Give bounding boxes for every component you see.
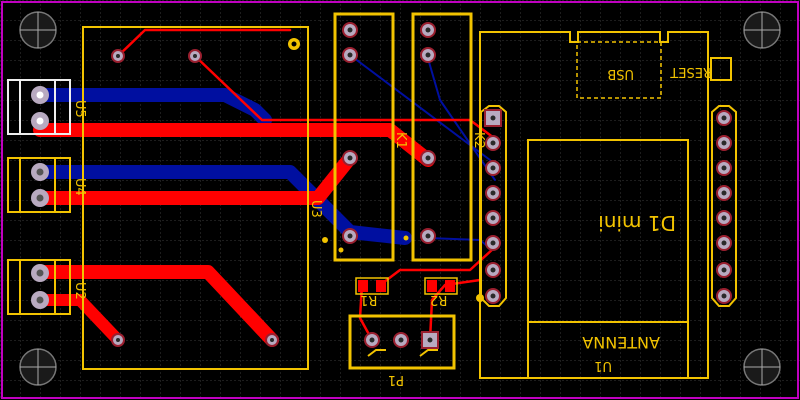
k2-pads [420,22,436,244]
u5-label: U5 [72,100,87,118]
mounting-hole-icon [743,348,781,386]
k1-label: K1 [393,132,408,149]
r2-label: R2 [430,292,447,307]
u2-label: U2 [72,282,87,300]
reset-label: RESET [670,64,712,79]
mounting-hole-icon [19,348,57,386]
u3-label: U3 [308,200,323,218]
u1-label: U1 [594,358,612,373]
mounting-hole-icon [743,11,781,49]
k2-label: K2 [471,132,486,149]
d1-mini-right-header [711,105,737,307]
d1-mini-label: D1 mini [598,211,676,235]
d1-mini-module [476,31,732,379]
p1-connector [348,314,456,370]
screw-terminal-icon [7,259,71,315]
d1-mini-left-header [480,105,507,307]
u4-label: U4 [72,178,87,196]
r2-footprint [424,277,458,295]
mounting-hole-icon [19,11,57,49]
r1-label: R1 [360,292,377,307]
screw-terminal-icon [7,157,71,213]
p1-label: P1 [388,372,404,387]
usb-label: USB [607,66,634,81]
k2-footprint [411,12,473,262]
relay-module-outline [82,26,309,370]
screw-terminal-icon [7,79,71,135]
relay-pads [111,49,279,347]
k1-footprint [333,12,395,262]
r1-footprint [355,277,389,295]
k1-pads [342,22,358,244]
antenna-label: ANTENNA [582,333,660,352]
